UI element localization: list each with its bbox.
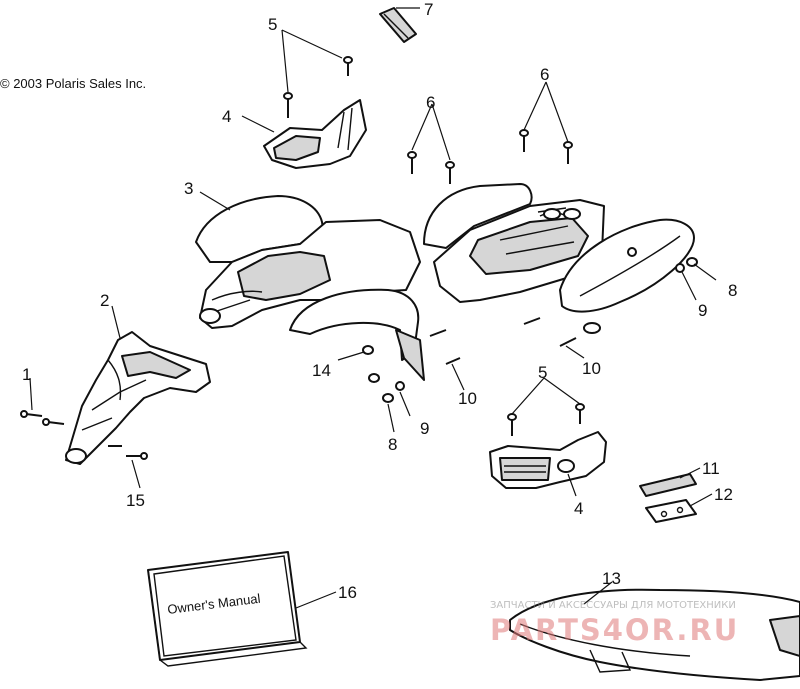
callout-13: 13	[602, 569, 621, 588]
front-fender-left	[289, 288, 425, 381]
callout-9-right: 9	[698, 301, 707, 320]
callout-5-lower: 5	[538, 363, 547, 382]
callout-8-left: 8	[388, 435, 397, 454]
callout-7: 7	[424, 0, 433, 19]
copyright-notice: © 2003 Polaris Sales Inc.	[0, 76, 147, 91]
part-13-seat	[509, 588, 800, 681]
callout-3: 3	[184, 179, 193, 198]
callout-labels: 7 5 4 3 6 6 8 9 10 2 1 15 14 10 9 8 5 4 …	[22, 0, 737, 602]
callout-4-lower: 4	[574, 499, 583, 518]
part-16-owners-manual	[147, 551, 308, 667]
rear-fender-right	[559, 218, 695, 334]
watermark-tagline: ЗАПЧАСТИ И АКСЕССУАРЫ ДЛЯ МОТОТЕХНИКИ	[490, 600, 736, 611]
part-12-plate	[645, 499, 697, 523]
callout-14: 14	[312, 361, 331, 380]
callout-15: 15	[126, 491, 145, 510]
callout-10-right: 10	[582, 359, 601, 378]
callout-10-left: 10	[458, 389, 477, 408]
callout-8-right: 8	[728, 281, 737, 300]
callout-9-left: 9	[420, 419, 429, 438]
callout-11: 11	[702, 459, 720, 478]
part-11-decal	[639, 473, 697, 497]
rear-cab-assembly	[423, 183, 605, 303]
callout-1: 1	[22, 365, 31, 384]
callout-16: 16	[338, 583, 357, 602]
callout-6-right: 6	[540, 65, 549, 84]
part-3-front-cab	[195, 195, 421, 329]
part-2-front-nose	[65, 331, 211, 465]
part-4-upper-side-panel	[263, 99, 367, 169]
watermark: ЗАПЧАСТИ И АКСЕССУАРЫ ДЛЯ МОТОТЕХНИКИ PA…	[490, 600, 739, 647]
callout-12: 12	[714, 485, 733, 504]
hardware-bolts	[20, 56, 698, 460]
callout-2: 2	[100, 291, 109, 310]
leader-lines	[29, 7, 717, 609]
watermark-brand: PARTS4OR.RU	[490, 613, 739, 647]
callout-4-upper: 4	[222, 107, 231, 126]
part-7-bracket	[379, 7, 417, 43]
callout-6-left: 6	[426, 93, 435, 112]
part-4-lower-side-panel	[489, 431, 607, 489]
callout-5-upper: 5	[268, 15, 277, 34]
